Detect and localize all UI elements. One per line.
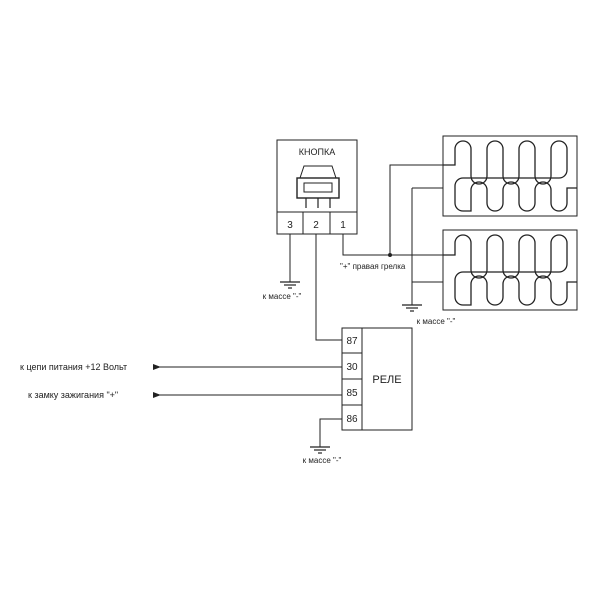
relay-block: 87 30 85 86 РЕЛЕ xyxy=(341,327,413,431)
switch-pin-3: 3 xyxy=(287,220,293,231)
label-ground-switch: к массе "-" xyxy=(263,292,302,301)
label-ground-relay: к массе "-" xyxy=(303,456,342,465)
label-ground-heater: к массе "-" xyxy=(417,317,456,326)
relay-title: РЕЛЕ xyxy=(372,374,401,386)
wire-pin1-plus xyxy=(342,234,390,256)
relay-pin-87: 87 xyxy=(346,336,358,347)
junction-plus xyxy=(388,253,392,257)
label-ignition: к замку зажигания "+" xyxy=(28,390,118,400)
relay-body xyxy=(341,327,413,431)
relay-pin-30: 30 xyxy=(346,362,358,373)
ground-icon xyxy=(310,446,330,454)
ground-icon xyxy=(402,304,422,312)
switch-title: КНОПКА xyxy=(299,147,335,157)
heater-bottom-coil xyxy=(443,234,577,306)
switch-block: КНОПКА 3 2 1 xyxy=(276,139,358,235)
ground-icon xyxy=(280,281,300,289)
wires-switch-heaters xyxy=(289,164,443,341)
switch-pin-1: 1 xyxy=(340,220,346,231)
rocker-switch-icon xyxy=(296,165,340,208)
label-power-12v: к цепи питания +12 Вольт xyxy=(20,362,127,372)
heater-top-coil xyxy=(443,140,577,212)
wire-relay86-ground xyxy=(319,418,342,447)
wire-plus-top-heater xyxy=(389,164,443,255)
relay-pin-86: 86 xyxy=(346,414,358,425)
wires-relay xyxy=(153,364,342,447)
heater-bottom xyxy=(442,229,578,311)
heater-bottom-body xyxy=(442,229,578,311)
heater-top xyxy=(442,135,578,217)
relay-pin-85: 85 xyxy=(346,388,358,399)
switch-pin-2: 2 xyxy=(313,220,319,231)
wire-pin2-relay87 xyxy=(315,234,342,341)
label-plus-right-heater: "+" правая грелка xyxy=(340,262,406,271)
heater-top-body xyxy=(442,135,578,217)
